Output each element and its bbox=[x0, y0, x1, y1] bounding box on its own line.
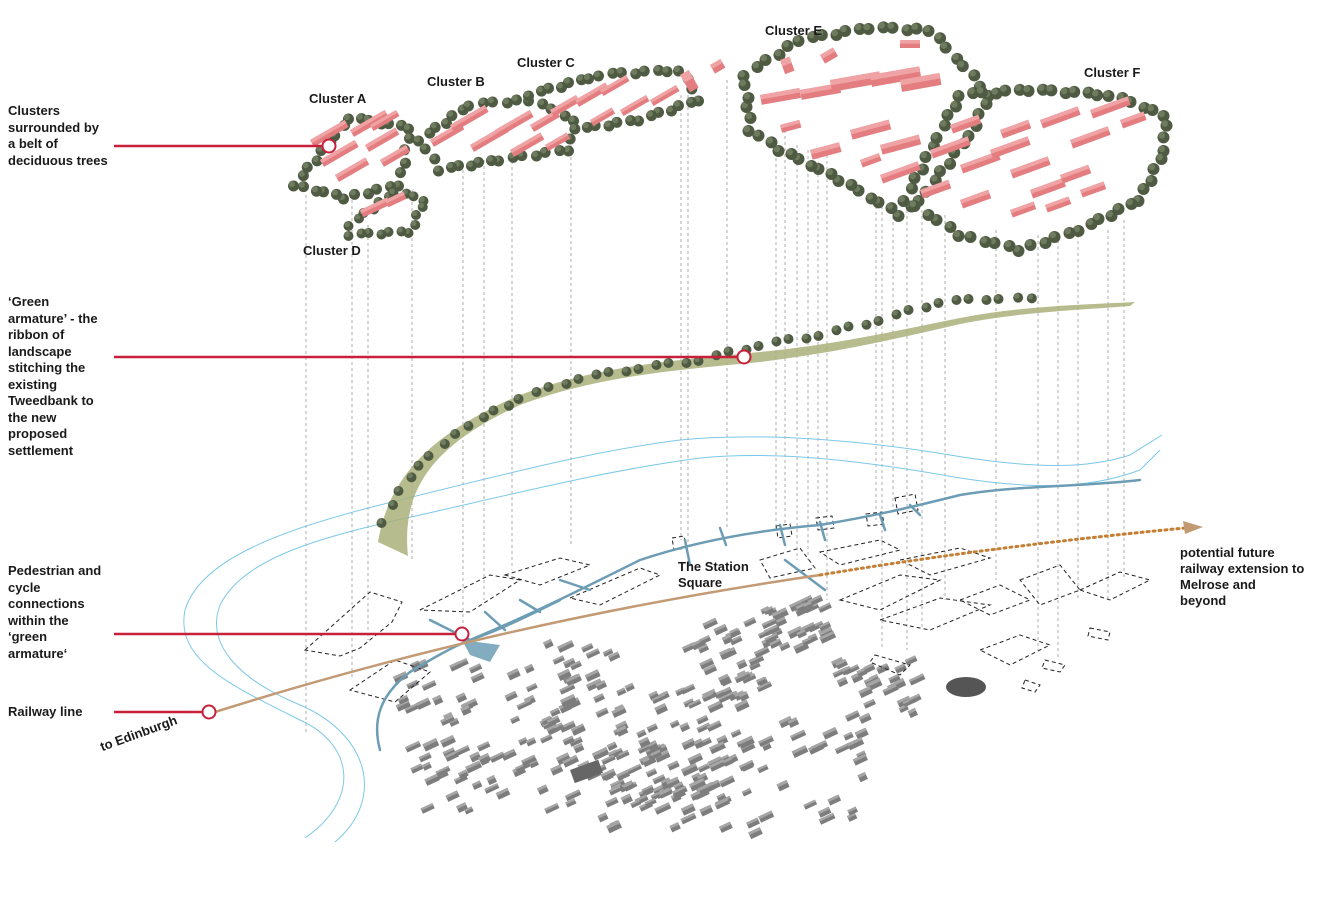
cluster-e-label: Cluster E bbox=[765, 23, 823, 38]
pedestrian-cycle-paths bbox=[375, 478, 1142, 752]
callout-lines bbox=[114, 144, 737, 714]
railway-line bbox=[214, 573, 821, 714]
cluster-buildings bbox=[309, 40, 1147, 218]
proposed-plot-outlines bbox=[303, 493, 1152, 703]
existing-tweedbank-buildings bbox=[392, 594, 986, 840]
cluster-c-label: Cluster C bbox=[517, 55, 575, 70]
callout-green-armature: ‘Green armature’ - the ribbon of landsca… bbox=[8, 294, 98, 458]
callout-markers bbox=[201, 138, 752, 720]
callout-pedestrian-cycle: Pedestrian and cycle connections within … bbox=[8, 563, 102, 661]
callout-marker-clusters bbox=[321, 138, 337, 154]
cluster-a-label: Cluster A bbox=[309, 91, 367, 106]
cluster-d-label: Cluster D bbox=[303, 243, 361, 258]
cluster-b-label: Cluster B bbox=[427, 74, 485, 89]
station-square-hub bbox=[462, 640, 500, 662]
future-extension-label: potential future railway extension to Me… bbox=[1180, 545, 1305, 608]
projection-guides bbox=[305, 80, 1125, 735]
green-armature-ribbon bbox=[378, 302, 1135, 556]
future-railway-arrow-icon bbox=[1183, 521, 1203, 534]
callout-marker-pedestrian bbox=[454, 626, 470, 642]
callout-railway: Railway line bbox=[8, 704, 83, 719]
callout-marker-green-armature bbox=[736, 349, 752, 365]
cluster-f-label: Cluster F bbox=[1084, 65, 1141, 80]
ribbon-tree-belt bbox=[376, 292, 1037, 528]
river-tweed bbox=[183, 434, 1163, 843]
station-square-label: The Station Square bbox=[678, 559, 749, 590]
future-railway-extension bbox=[818, 526, 1187, 577]
callout-clusters: Clusters surrounded by a belt of deciduo… bbox=[8, 103, 108, 168]
callout-marker-railway bbox=[201, 704, 217, 720]
cluster-tree-belts bbox=[288, 21, 1173, 257]
